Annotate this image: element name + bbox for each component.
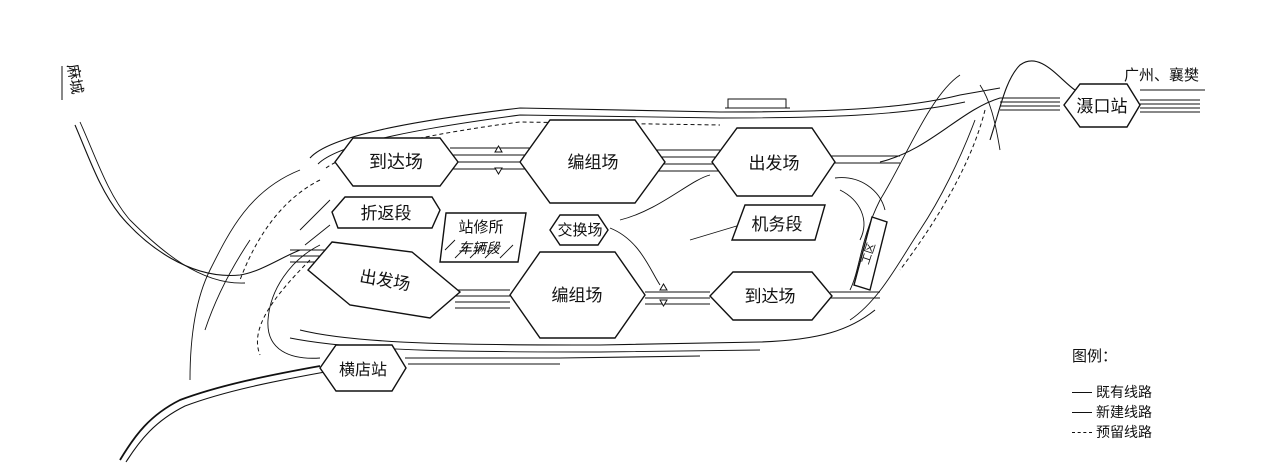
work-area-label: 工区 (859, 241, 878, 266)
legend: 图例： 既有线路 新建线路 预留线路 (1072, 345, 1242, 465)
departure-yard-2: 出发场 (307, 241, 462, 319)
new-line-sample (1072, 411, 1092, 413)
legend-existing: 既有线路 (1072, 383, 1152, 401)
legend-reserved: 预留线路 (1072, 423, 1152, 441)
locomotive-depot-label: 机务段 (752, 215, 803, 235)
track-network (74, 60, 1200, 463)
legend-existing-label: 既有线路 (1096, 385, 1152, 401)
arrival-yard-2: 到达场 (709, 271, 833, 321)
arrival-yard-1: 到达场 (334, 137, 459, 187)
marshalling-yard-1: 编组场 (519, 119, 666, 204)
exchange-yard: 交换场 (549, 214, 609, 246)
arrival-yard-1-label: 到达场 (369, 152, 423, 173)
xiekou-station-label: 滠口站 (1077, 97, 1128, 117)
direction-guangzhou-xiangfan: 广州、襄樊 (1124, 66, 1205, 91)
locomotive-depot: 机务段 (730, 204, 826, 241)
marshalling-yard-2-label: 编组场 (552, 286, 603, 306)
xiekou-station: 滠口站 (1063, 83, 1141, 128)
vehicle-depot-label: 车辆段 (458, 241, 502, 257)
legend-new: 新建线路 (1072, 403, 1152, 421)
exchange-yard-label: 交换场 (557, 221, 602, 239)
legend-new-label: 新建线路 (1096, 405, 1152, 421)
hengdian-station-label: 横店站 (339, 360, 387, 379)
arrival-yard-2-label: 到达场 (745, 287, 796, 307)
marshalling-yard-2: 编组场 (509, 251, 646, 339)
marshalling-yard-1-label: 编组场 (568, 153, 619, 173)
turnback-depot-label: 折返段 (361, 204, 412, 224)
repair-vehicle-depot: 站修所 车辆段 (439, 212, 527, 263)
legend-reserved-label: 预留线路 (1096, 425, 1152, 441)
departure-yard-1-label: 出发场 (749, 154, 800, 174)
work-area: 工区 (853, 216, 888, 291)
station-repair-label: 站修所 (458, 218, 503, 236)
reserved-line-sample (1072, 431, 1092, 433)
departure-yard-1: 出发场 (711, 127, 836, 197)
hengdian-station: 横店站 (319, 344, 407, 392)
direction-macheng-label: 麻城 (63, 63, 86, 96)
direction-guangzhou-xiangfan-label: 广州、襄樊 (1124, 66, 1199, 84)
direction-macheng: 麻城 (61, 63, 86, 100)
hatching (444, 239, 514, 259)
existing-line-sample (1072, 391, 1092, 393)
turnback-depot: 折返段 (331, 196, 441, 229)
legend-title: 图例： (1072, 347, 1118, 365)
